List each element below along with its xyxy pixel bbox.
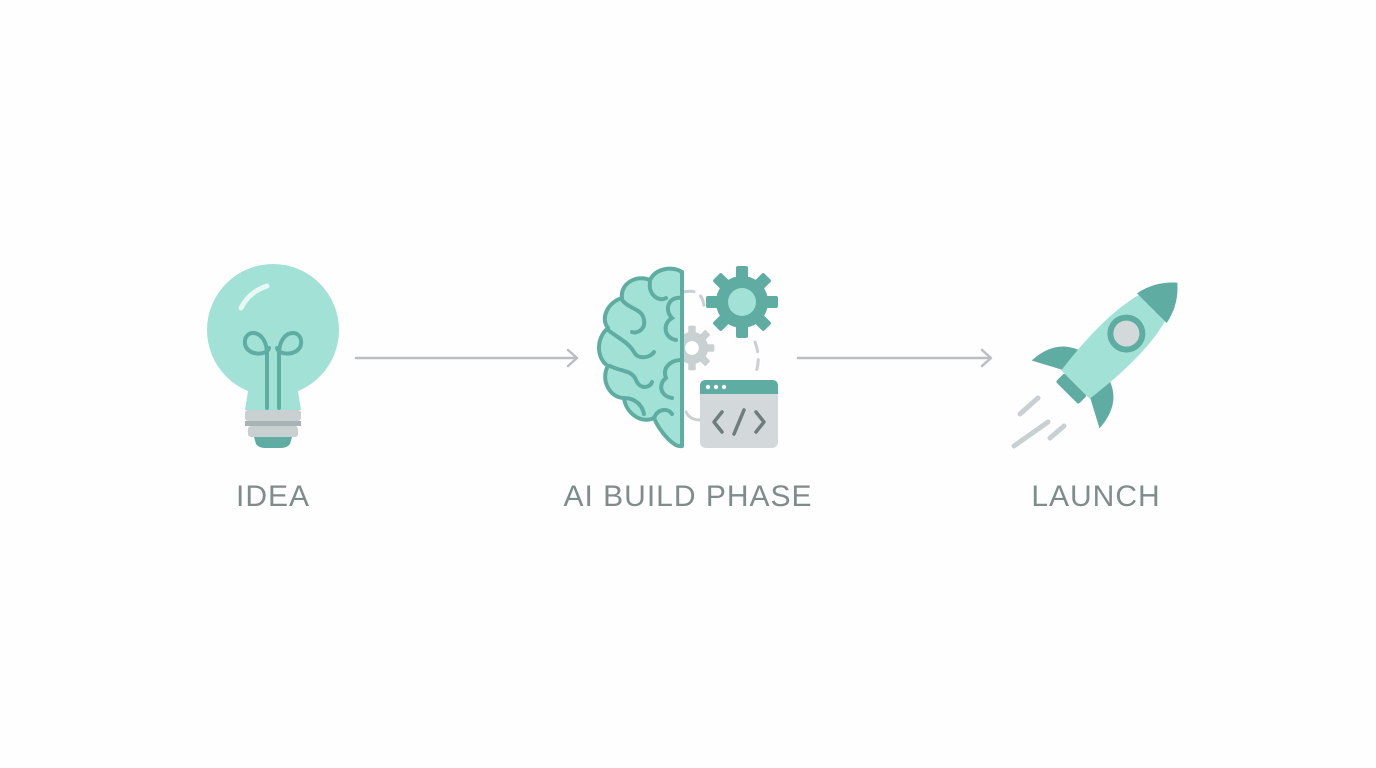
rocket-icon (1011, 282, 1178, 449)
step-label-ai-build-phase: AI BUILD PHASE (563, 480, 813, 513)
lightbulb-icon (207, 264, 339, 448)
flow-arrow-1 (354, 348, 579, 368)
brain-gears-code-icon (597, 266, 778, 449)
step-label-launch: LAUNCH (1031, 480, 1161, 513)
flow-arrow-2 (796, 348, 993, 368)
step-label-idea: IDEA (235, 480, 311, 513)
